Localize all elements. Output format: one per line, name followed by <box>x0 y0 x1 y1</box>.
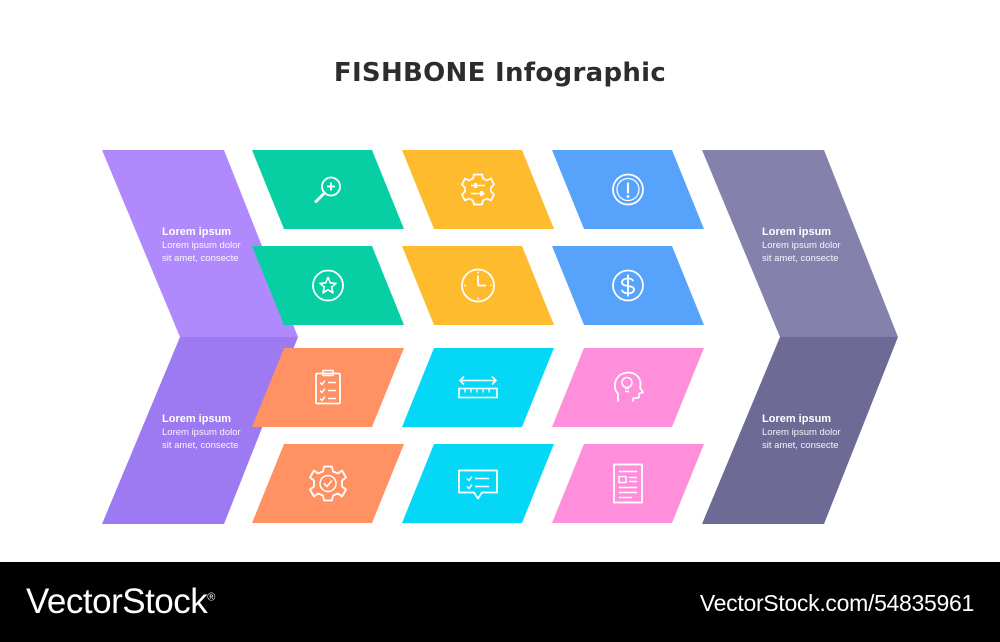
gear-check-icon <box>309 465 347 502</box>
left-top-body: Lorem ipsum dolor sit amet, consecte <box>162 240 292 265</box>
tile-r4-c2 <box>402 444 554 523</box>
footer-logo-text: VectorStock <box>26 582 208 621</box>
left-top-text: Lorem ipsum Lorem ipsum dolor sit amet, … <box>162 225 292 265</box>
right-top-text: Lorem ipsum Lorem ipsum dolor sit amet, … <box>762 225 892 265</box>
footer-image-id: VectorStock.com/54835961 <box>699 590 974 616</box>
left-bottom-body: Lorem ipsum dolor sit amet, consecte <box>162 427 292 452</box>
clock-icon <box>461 268 495 303</box>
left-chevron-bottom <box>102 337 298 524</box>
ruler-arrows-icon <box>458 375 498 399</box>
dollar-circle-icon <box>612 269 644 302</box>
left-bottom-heading: Lorem ipsum <box>162 413 232 425</box>
right-bottom-body-line-1: Lorem ipsum dolor <box>762 427 841 438</box>
tile-r1-c2 <box>402 150 554 229</box>
right-top-body-line-1: Lorem ipsum dolor <box>762 240 841 251</box>
right-top-body: Lorem ipsum dolor sit amet, consecte <box>762 240 892 265</box>
tile-r1-c1 <box>252 150 404 229</box>
head-lightbulb-icon <box>613 371 644 402</box>
chat-checklist-icon <box>458 469 498 500</box>
right-top-heading: Lorem ipsum <box>762 226 832 238</box>
left-top-body-line-2: sit amet, consecte <box>162 252 239 264</box>
clipboard-checklist-icon <box>315 369 341 405</box>
left-chevron-top <box>102 150 298 337</box>
page-title: FISHBONE Infographic <box>333 58 667 88</box>
document-icon <box>613 463 643 504</box>
right-bottom-heading: Lorem ipsum <box>762 413 832 425</box>
footer-logo-mark: ® <box>207 591 215 604</box>
left-top-heading: Lorem ipsum <box>162 226 232 238</box>
tile-r3-c1 <box>252 348 404 427</box>
magnifier-plus-icon <box>314 176 341 203</box>
tiles-layer <box>252 150 704 523</box>
star-circle-icon <box>312 269 344 302</box>
left-bottom-text: Lorem ipsum Lorem ipsum dolor sit amet, … <box>162 412 292 452</box>
left-top-body-line-1: Lorem ipsum dolor <box>162 240 241 251</box>
right-chevron-bottom <box>702 337 898 524</box>
tile-r4-c1 <box>252 444 404 523</box>
exclamation-circle-icon <box>612 173 644 206</box>
tile-r2-c1 <box>252 246 404 325</box>
right-chevron-top <box>702 150 898 337</box>
left-bottom-body-line-2: sit amet, consecte <box>162 439 239 451</box>
tile-r3-c2 <box>402 348 554 427</box>
right-bottom-body: Lorem ipsum dolor sit amet, consecte <box>762 427 892 452</box>
watermark-footer: VectorStock® VectorStock.com/54835961 <box>0 562 1000 642</box>
right-bottom-text: Lorem ipsum Lorem ipsum dolor sit amet, … <box>762 412 892 452</box>
left-bottom-body-line-1: Lorem ipsum dolor <box>162 427 241 438</box>
tile-r4-c3 <box>552 444 704 523</box>
right-top-body-line-2: sit amet, consecte <box>762 252 839 264</box>
gear-sliders-icon <box>461 173 495 206</box>
footer-logo: VectorStock® <box>26 582 215 622</box>
fishbone-diagram <box>102 150 898 524</box>
right-bottom-body-line-2: sit amet, consecte <box>762 439 839 451</box>
